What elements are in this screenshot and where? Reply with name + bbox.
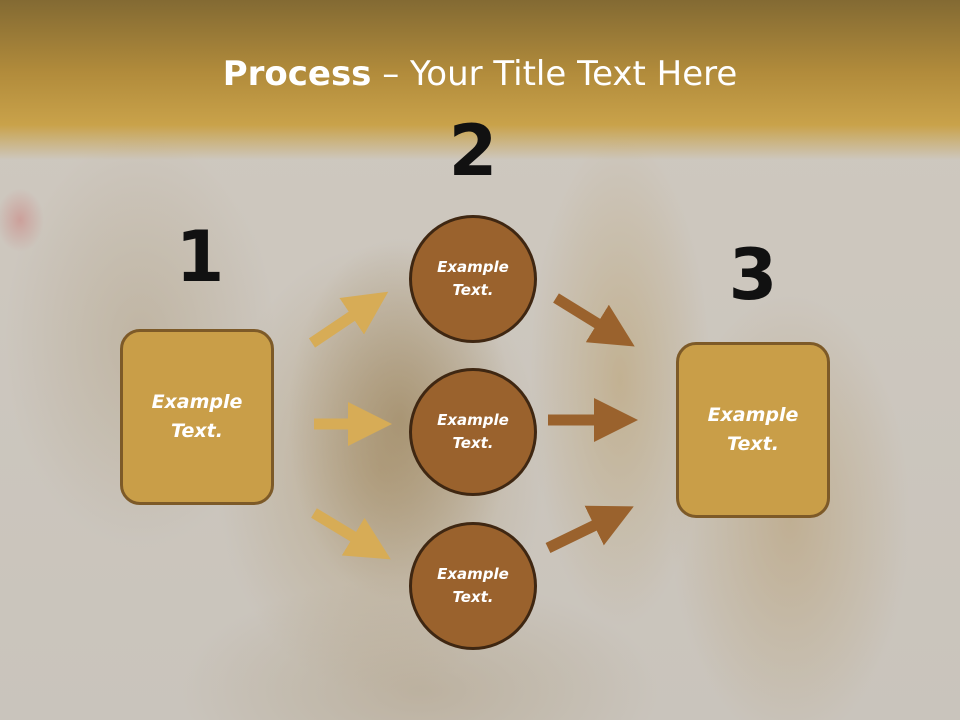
step-number-2: 2 bbox=[448, 110, 498, 192]
step-1-label-line2: Text. bbox=[171, 420, 223, 442]
circle-3-label-line2: Text. bbox=[452, 588, 494, 606]
slide-title: Process – Your Title Text Here bbox=[0, 52, 960, 96]
step-3-label-line1: Example bbox=[707, 404, 799, 426]
circle-1-label-line2: Text. bbox=[452, 281, 494, 299]
step-2-circle-middle: Example Text. bbox=[409, 368, 537, 496]
step-number-3: 3 bbox=[728, 234, 778, 316]
arrow-circle1-to-box3 bbox=[553, 293, 635, 347]
circle-2-label-line2: Text. bbox=[452, 434, 494, 452]
title-band bbox=[0, 0, 960, 160]
circle-1-label-line1: Example bbox=[437, 258, 509, 276]
arrow-box1-to-circle3 bbox=[311, 508, 391, 560]
step-2-circle-bottom: Example Text. bbox=[409, 522, 537, 650]
step-2-circle-top: Example Text. bbox=[409, 215, 537, 343]
title-bold-part: Process bbox=[222, 54, 372, 94]
step-1-box: Example Text. bbox=[120, 329, 274, 505]
step-number-1: 1 bbox=[175, 216, 225, 298]
circle-3-label-line1: Example bbox=[437, 565, 509, 583]
step-3-label-line2: Text. bbox=[727, 433, 779, 455]
circle-2-label-line1: Example bbox=[437, 411, 509, 429]
arrow-circle3-to-box3 bbox=[545, 505, 634, 553]
title-rest-part: – Your Title Text Here bbox=[371, 54, 738, 94]
arrow-box1-to-circle1 bbox=[308, 291, 389, 348]
step-3-box: Example Text. bbox=[676, 342, 830, 518]
step-1-label-line1: Example bbox=[151, 391, 243, 413]
